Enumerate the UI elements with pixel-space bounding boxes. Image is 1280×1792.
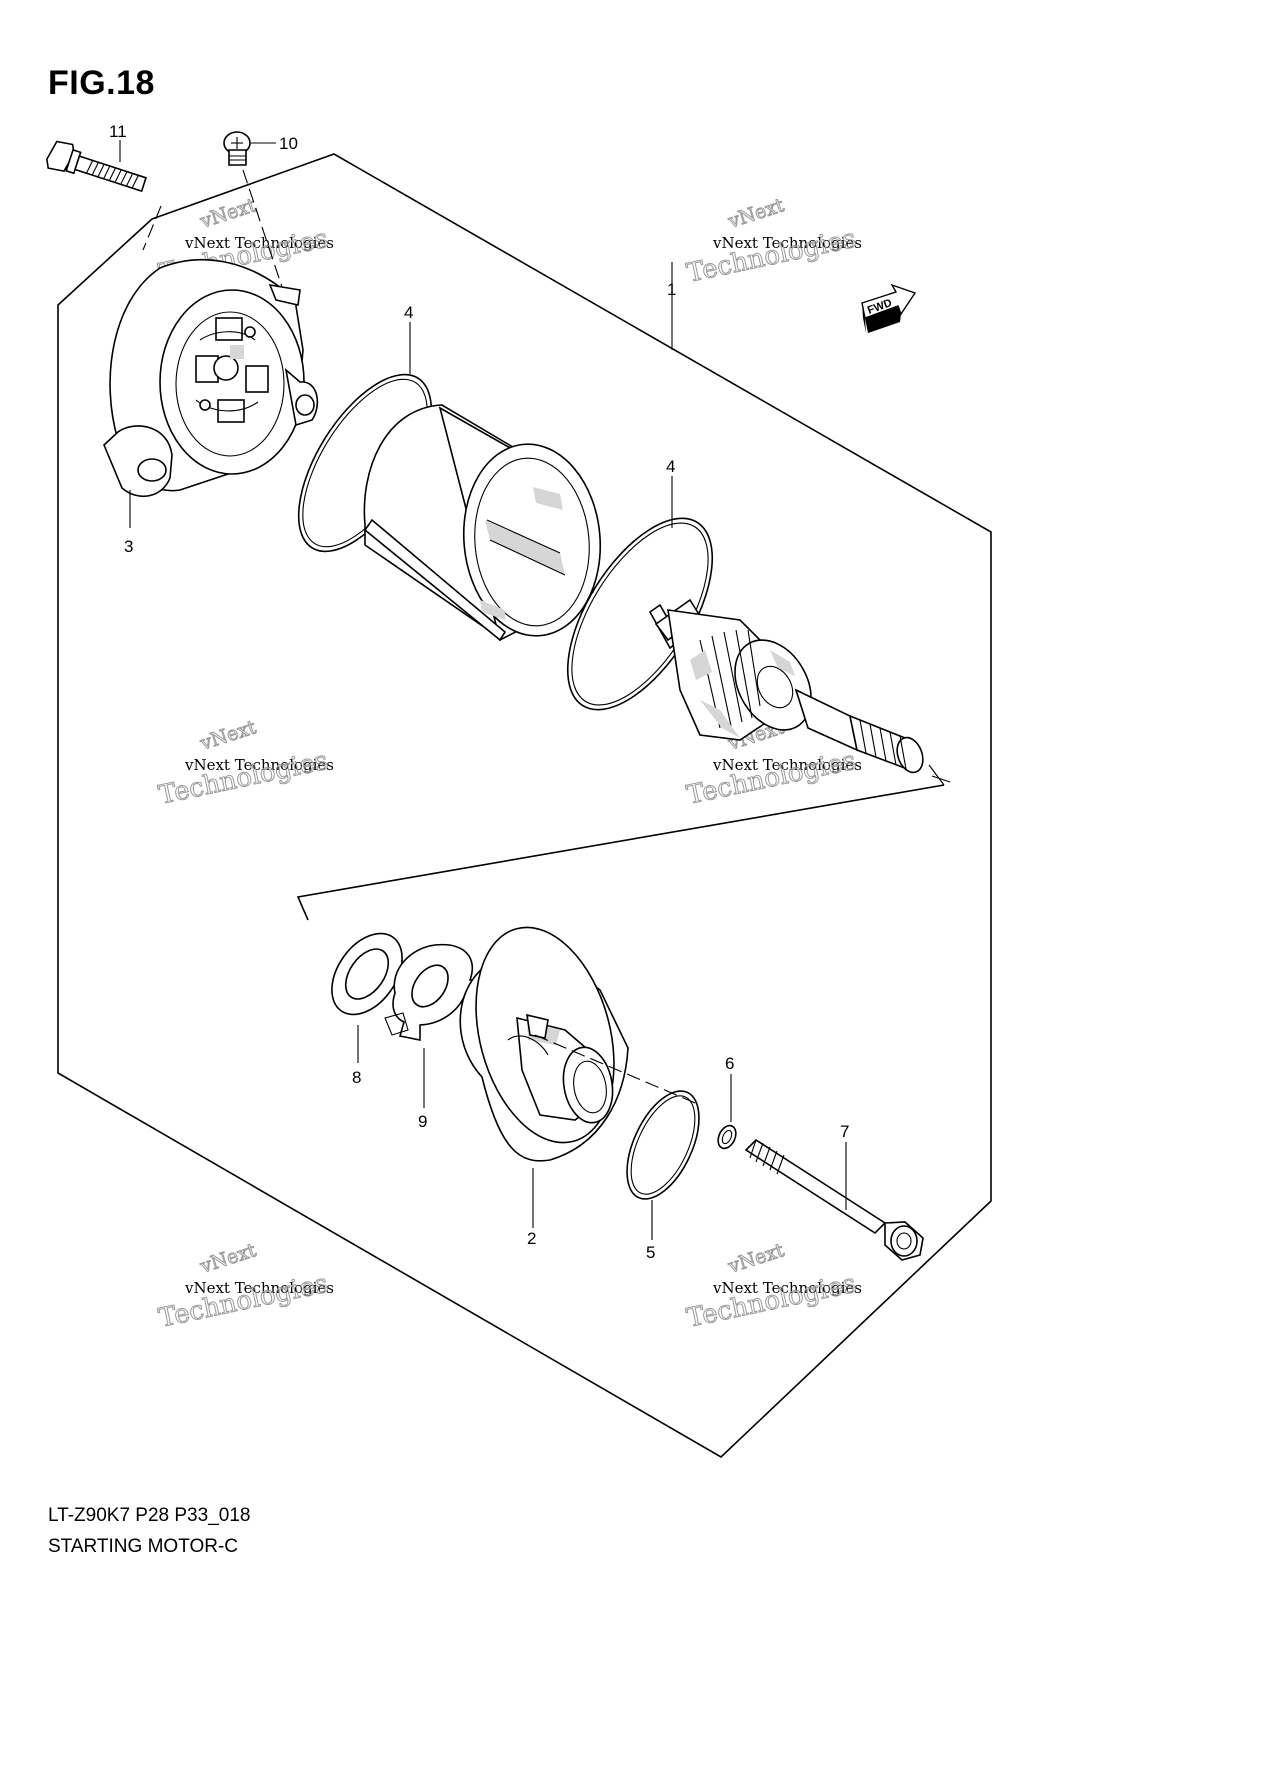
callout-3: 3: [124, 537, 133, 556]
bolt-11-axis: [142, 205, 162, 251]
diagram-code: LT-Z90K7 P28 P33_018: [48, 1505, 251, 1526]
yoke-housing: [363, 404, 602, 642]
svg-text:vNext: vNext: [197, 1239, 259, 1278]
svg-text:vNext Technologies: vNext Technologies: [712, 1279, 862, 1297]
screw-part-10: [223, 131, 284, 291]
callout-1: 1: [667, 280, 676, 299]
brush-holder-detail: [195, 317, 269, 423]
bolt-part-11: [46, 140, 147, 193]
front-bracket-part-2: [459, 926, 701, 1162]
callout-11: 11: [109, 122, 127, 141]
svg-text:vNext Technologies: vNext Technologies: [184, 1279, 334, 1297]
lock-washer-part-9: [384, 943, 484, 1041]
callout-9: 9: [418, 1112, 427, 1131]
through-bolt-part-7: [744, 1138, 924, 1261]
diagram-name: STARTING MOTOR-C: [48, 1536, 238, 1557]
callout-5: 5: [646, 1243, 655, 1262]
svg-text:vNext Technologies: vNext Technologies: [712, 234, 862, 252]
callout-7: 7: [840, 1122, 849, 1141]
svg-text:vNext Technologies: vNext Technologies: [712, 756, 862, 774]
armature: [648, 598, 924, 774]
end-cover-part-3: [103, 258, 319, 497]
callout-2: 2: [527, 1229, 536, 1248]
washer-part-8: [331, 932, 403, 1016]
figure-title: FIG.18: [48, 64, 155, 102]
callout-4-lower: 4: [666, 457, 675, 476]
fwd-direction-arrow: FWD: [861, 283, 917, 333]
callout-labels: 1 2 3 4 4 5 6 7 8 9 10 11: [109, 122, 849, 1262]
svg-text:vNext Technologies: vNext Technologies: [184, 756, 334, 774]
svg-text:vNext: vNext: [197, 716, 259, 755]
assembly-outline: [57, 153, 992, 1458]
svg-text:vNext: vNext: [725, 1239, 787, 1278]
o-ring-part-5: [626, 1090, 700, 1200]
callout-6: 6: [725, 1054, 734, 1073]
callout-8: 8: [352, 1068, 361, 1087]
callout-4-upper: 4: [404, 303, 413, 322]
svg-text:vNext: vNext: [725, 194, 787, 233]
o-ring-part-6: [717, 1124, 737, 1150]
svg-text:vNext Technologies: vNext Technologies: [184, 234, 334, 252]
callout-10: 10: [279, 134, 298, 153]
